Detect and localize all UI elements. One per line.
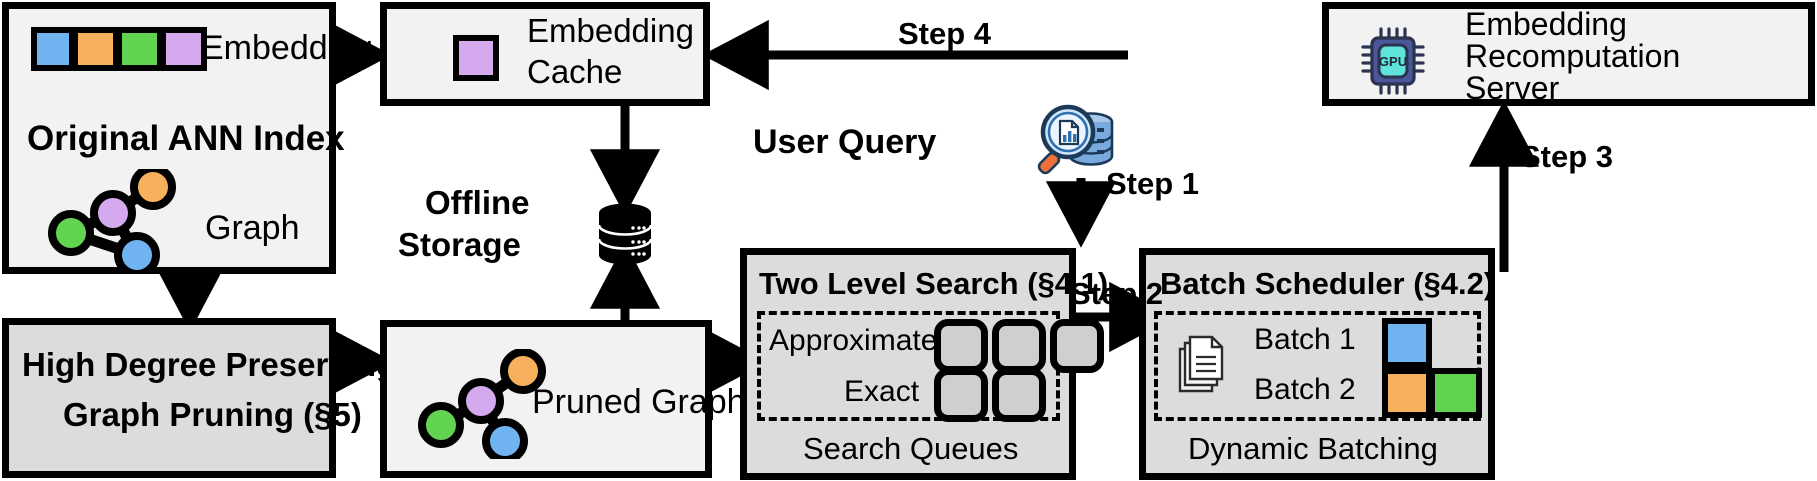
recomputation-server-line3: Server xyxy=(1465,70,1560,106)
pruned-node-blue xyxy=(482,418,528,459)
batch-scheduler-footer: Dynamic Batching xyxy=(1188,431,1438,466)
batch-swatch-orange xyxy=(1382,368,1432,418)
graph-node-green xyxy=(48,210,94,256)
search-queues-panel: Approximate Exact xyxy=(757,311,1104,422)
embedding-cache-line2: Cache xyxy=(527,53,623,90)
embedding-cache-line1: Embedding xyxy=(527,12,694,49)
embedding-swatch-green xyxy=(119,27,163,71)
search-row-slots-approximate xyxy=(934,319,1104,373)
graph-node-blue xyxy=(114,232,160,274)
step-label-4: Step 4 xyxy=(898,16,992,51)
box-pruned-graph[interactable]: Pruned Graph xyxy=(380,320,746,478)
embedding-label: Embedding xyxy=(201,29,374,67)
box-embedding-cache[interactable]: Embedding Cache xyxy=(380,2,710,106)
step-label-3: Step 3 xyxy=(1520,139,1614,174)
recomputation-server-line2: Recomputation xyxy=(1465,38,1681,74)
queue-slot[interactable] xyxy=(1050,319,1104,373)
embedding-swatch-blue xyxy=(31,27,75,71)
search-row-label-exact: Exact xyxy=(844,375,920,408)
batch-swatch-green xyxy=(1432,368,1482,418)
batch-row-label-1: Batch 1 xyxy=(1254,323,1356,356)
pruned-node-orange xyxy=(500,349,546,394)
queue-slot[interactable] xyxy=(992,319,1046,373)
database-cylinder-icon xyxy=(597,203,653,265)
recomputation-server-line1: Embedding xyxy=(1465,6,1627,42)
search-row-slots-exact xyxy=(934,368,1046,422)
graph-node-orange xyxy=(130,169,176,210)
graph-pruning-line2: Graph Pruning (§5) xyxy=(63,396,362,433)
graph-pruning-line1: High Degree Preserving xyxy=(22,346,397,383)
two-level-search-title: Two Level Search (§4.1) xyxy=(759,266,1109,301)
queue-slot[interactable] xyxy=(992,368,1046,422)
query-search-database-icon xyxy=(1037,104,1114,175)
embedding-swatch-orange xyxy=(75,27,119,71)
queue-slot[interactable] xyxy=(934,319,988,373)
embedding-cache-swatch-purple xyxy=(453,35,499,81)
step-label-2: Step 2 xyxy=(1070,276,1164,311)
gpu-chip-icon: GPU xyxy=(1361,27,1425,95)
embedding-swatch-purple xyxy=(163,27,207,71)
pruned-node-green xyxy=(418,402,464,448)
offline-storage-line2: Storage xyxy=(398,226,521,263)
user-query-label: User Query xyxy=(753,123,937,161)
graph-illustration-original xyxy=(48,169,176,274)
documents-icon xyxy=(1178,335,1224,393)
box-batch-scheduler[interactable]: Batch Scheduler (§4.2) Batch 1 Batch 2 xyxy=(1139,248,1495,480)
svg-text:GPU: GPU xyxy=(1379,54,1407,69)
pruned-node-purple xyxy=(458,378,504,424)
graph-illustration-pruned xyxy=(418,349,546,459)
search-row-label-approximate: Approximate xyxy=(769,324,938,357)
original-ann-index-title: Original ANN Index xyxy=(27,119,345,158)
graph-node-purple xyxy=(90,190,136,236)
batch-swatch-blue xyxy=(1382,318,1432,368)
batch-row-label-2: Batch 2 xyxy=(1254,373,1356,406)
box-original-ann-index[interactable]: Embedding Original ANN Index Graph xyxy=(2,2,373,274)
queue-slot[interactable] xyxy=(934,368,988,422)
pruned-graph-label: Pruned Graph xyxy=(532,383,746,421)
box-recomputation-server[interactable]: GPU Embedding Recomputation Server xyxy=(1322,2,1815,106)
step-label-1: Step 1 xyxy=(1106,166,1200,201)
batch-scheduler-title: Batch Scheduler (§4.2) xyxy=(1160,266,1495,301)
two-level-search-footer: Search Queues xyxy=(803,431,1019,466)
graph-label: Graph xyxy=(205,209,300,247)
offline-storage-line1: Offline xyxy=(425,184,530,221)
embedding-swatch-strip xyxy=(31,27,207,71)
dynamic-batching-panel: Batch 1 Batch 2 xyxy=(1154,311,1482,421)
box-graph-pruning[interactable]: High Degree Preserving Graph Pruning (§5… xyxy=(2,318,396,478)
box-two-level-search[interactable]: Two Level Search (§4.1) Approximate Exac… xyxy=(740,248,1108,480)
batch-row-swatches-2 xyxy=(1382,368,1482,418)
batch-row-swatches-1 xyxy=(1382,318,1432,368)
